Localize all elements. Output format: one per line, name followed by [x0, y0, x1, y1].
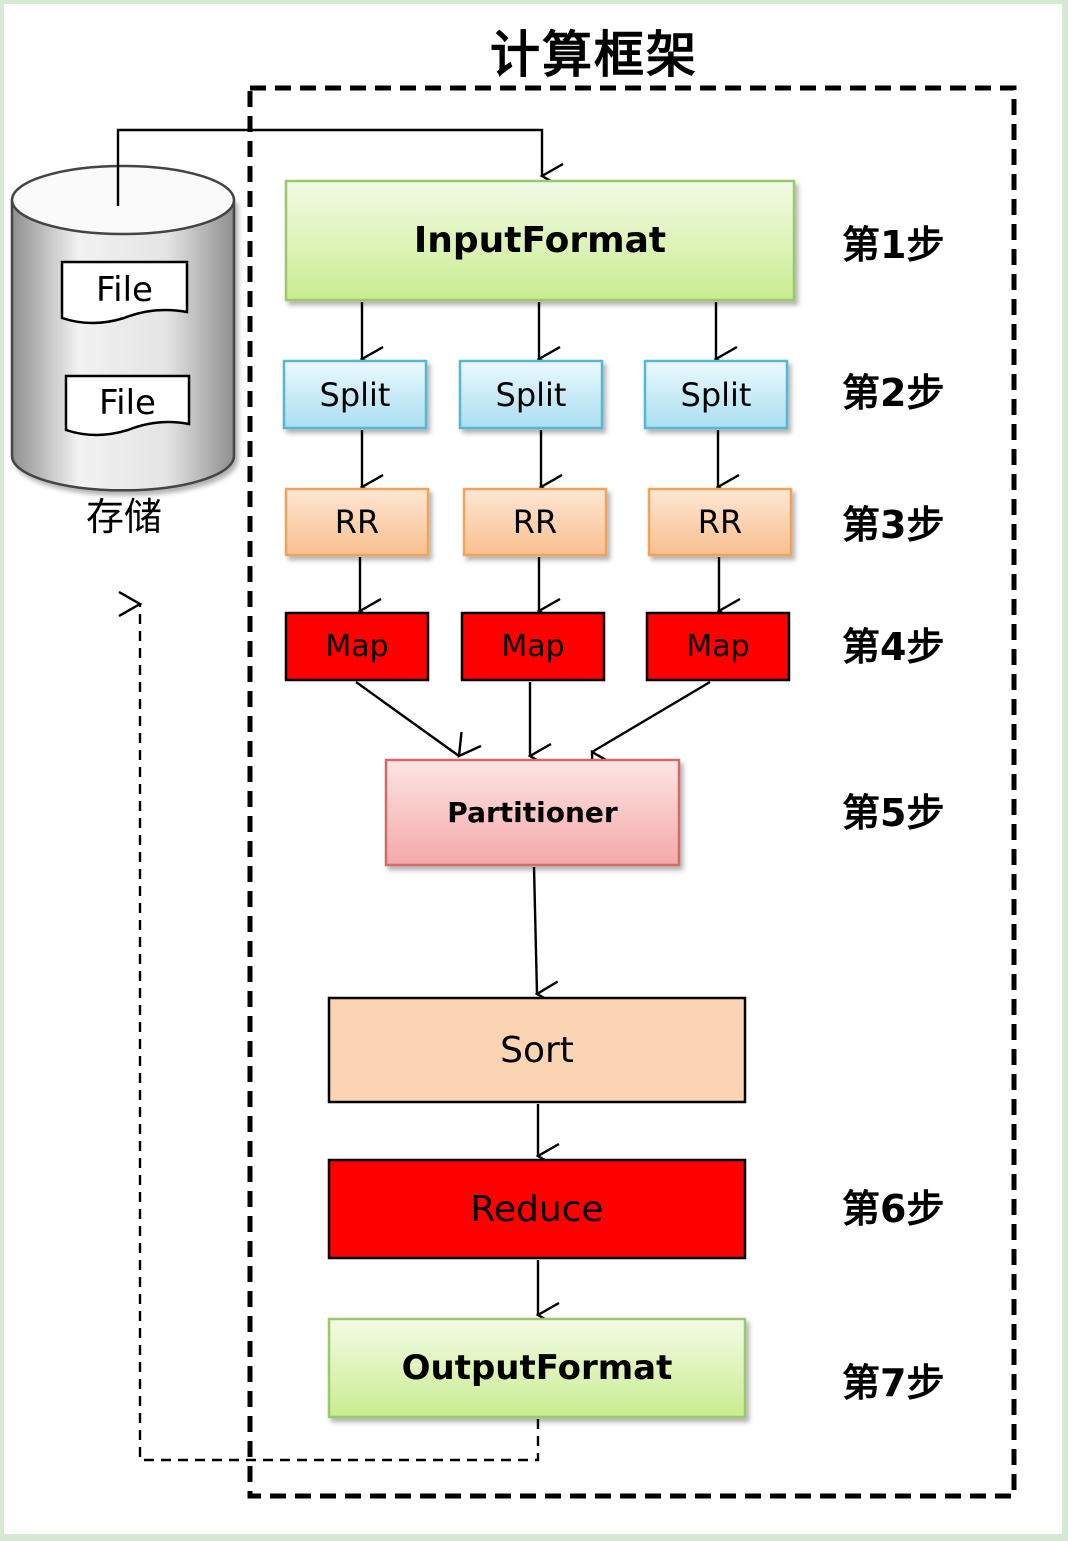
map-label-3: Map	[686, 629, 750, 664]
storage-cylinder	[10, 164, 236, 492]
step-label-4: 第4步	[842, 624, 945, 669]
file-document-2-shape	[64, 374, 191, 437]
outputformat-box	[327, 1317, 747, 1419]
file-document-1-shape	[60, 260, 189, 325]
step-label-1: 第1步	[842, 222, 945, 267]
storage-label: 存储	[85, 494, 162, 539]
partitioner-box	[384, 758, 681, 867]
diagram-title: 计算框架	[490, 26, 698, 84]
split-label-1: Split	[319, 375, 391, 414]
split-label-2: Split	[495, 375, 567, 414]
rr-label-1: RR	[334, 503, 380, 541]
rr-box-1	[284, 487, 430, 557]
map-box-2	[460, 611, 606, 682]
rr-box-2	[462, 487, 608, 557]
output-to-storage-dashed-arrow	[140, 604, 540, 1462]
map-label-1: Map	[325, 629, 389, 664]
partitioner-to-sort-arrow	[532, 866, 537, 994]
framework-boundary	[247, 85, 1017, 1499]
step-label-3: 第3步	[842, 502, 945, 547]
split-box-1	[282, 359, 428, 430]
inputformat-label: InputFormat	[413, 220, 667, 261]
step-label-7: 第7步	[842, 1360, 945, 1405]
split-box-3	[643, 359, 789, 430]
mapreduce-flow-diagram	[10, 85, 1017, 1499]
sort-box	[327, 996, 747, 1104]
map-label-2: Map	[501, 629, 565, 664]
map-3-to-partitioner-arrow	[592, 680, 711, 752]
rr-label-2: RR	[512, 503, 558, 541]
diagram-canvas: 计算框架 File File 存储 InputFormat Split Spli…	[4, 4, 1062, 1534]
file-label-1: File	[96, 270, 153, 310]
sort-label: Sort	[500, 1029, 574, 1071]
outputformat-label: OutputFormat	[401, 1348, 673, 1388]
file-label-2: File	[99, 383, 156, 423]
split-label-3: Split	[680, 375, 752, 414]
reduce-box	[327, 1158, 747, 1260]
reduce-label: Reduce	[470, 1188, 604, 1230]
split-box-2	[458, 359, 604, 430]
inputformat-box	[284, 179, 796, 302]
map-box-1	[284, 611, 430, 682]
step-label-2: 第2步	[842, 370, 945, 415]
step-label-6: 第6步	[842, 1186, 945, 1231]
map-box-3	[645, 611, 791, 682]
storage-to-inputformat-arrow	[116, 128, 542, 206]
partitioner-label: Partitioner	[447, 796, 618, 829]
rr-label-3: RR	[697, 503, 743, 541]
step-label-5: 第5步	[842, 790, 945, 835]
map-1-to-partitioner-arrow	[355, 681, 459, 756]
rr-box-3	[647, 487, 793, 557]
